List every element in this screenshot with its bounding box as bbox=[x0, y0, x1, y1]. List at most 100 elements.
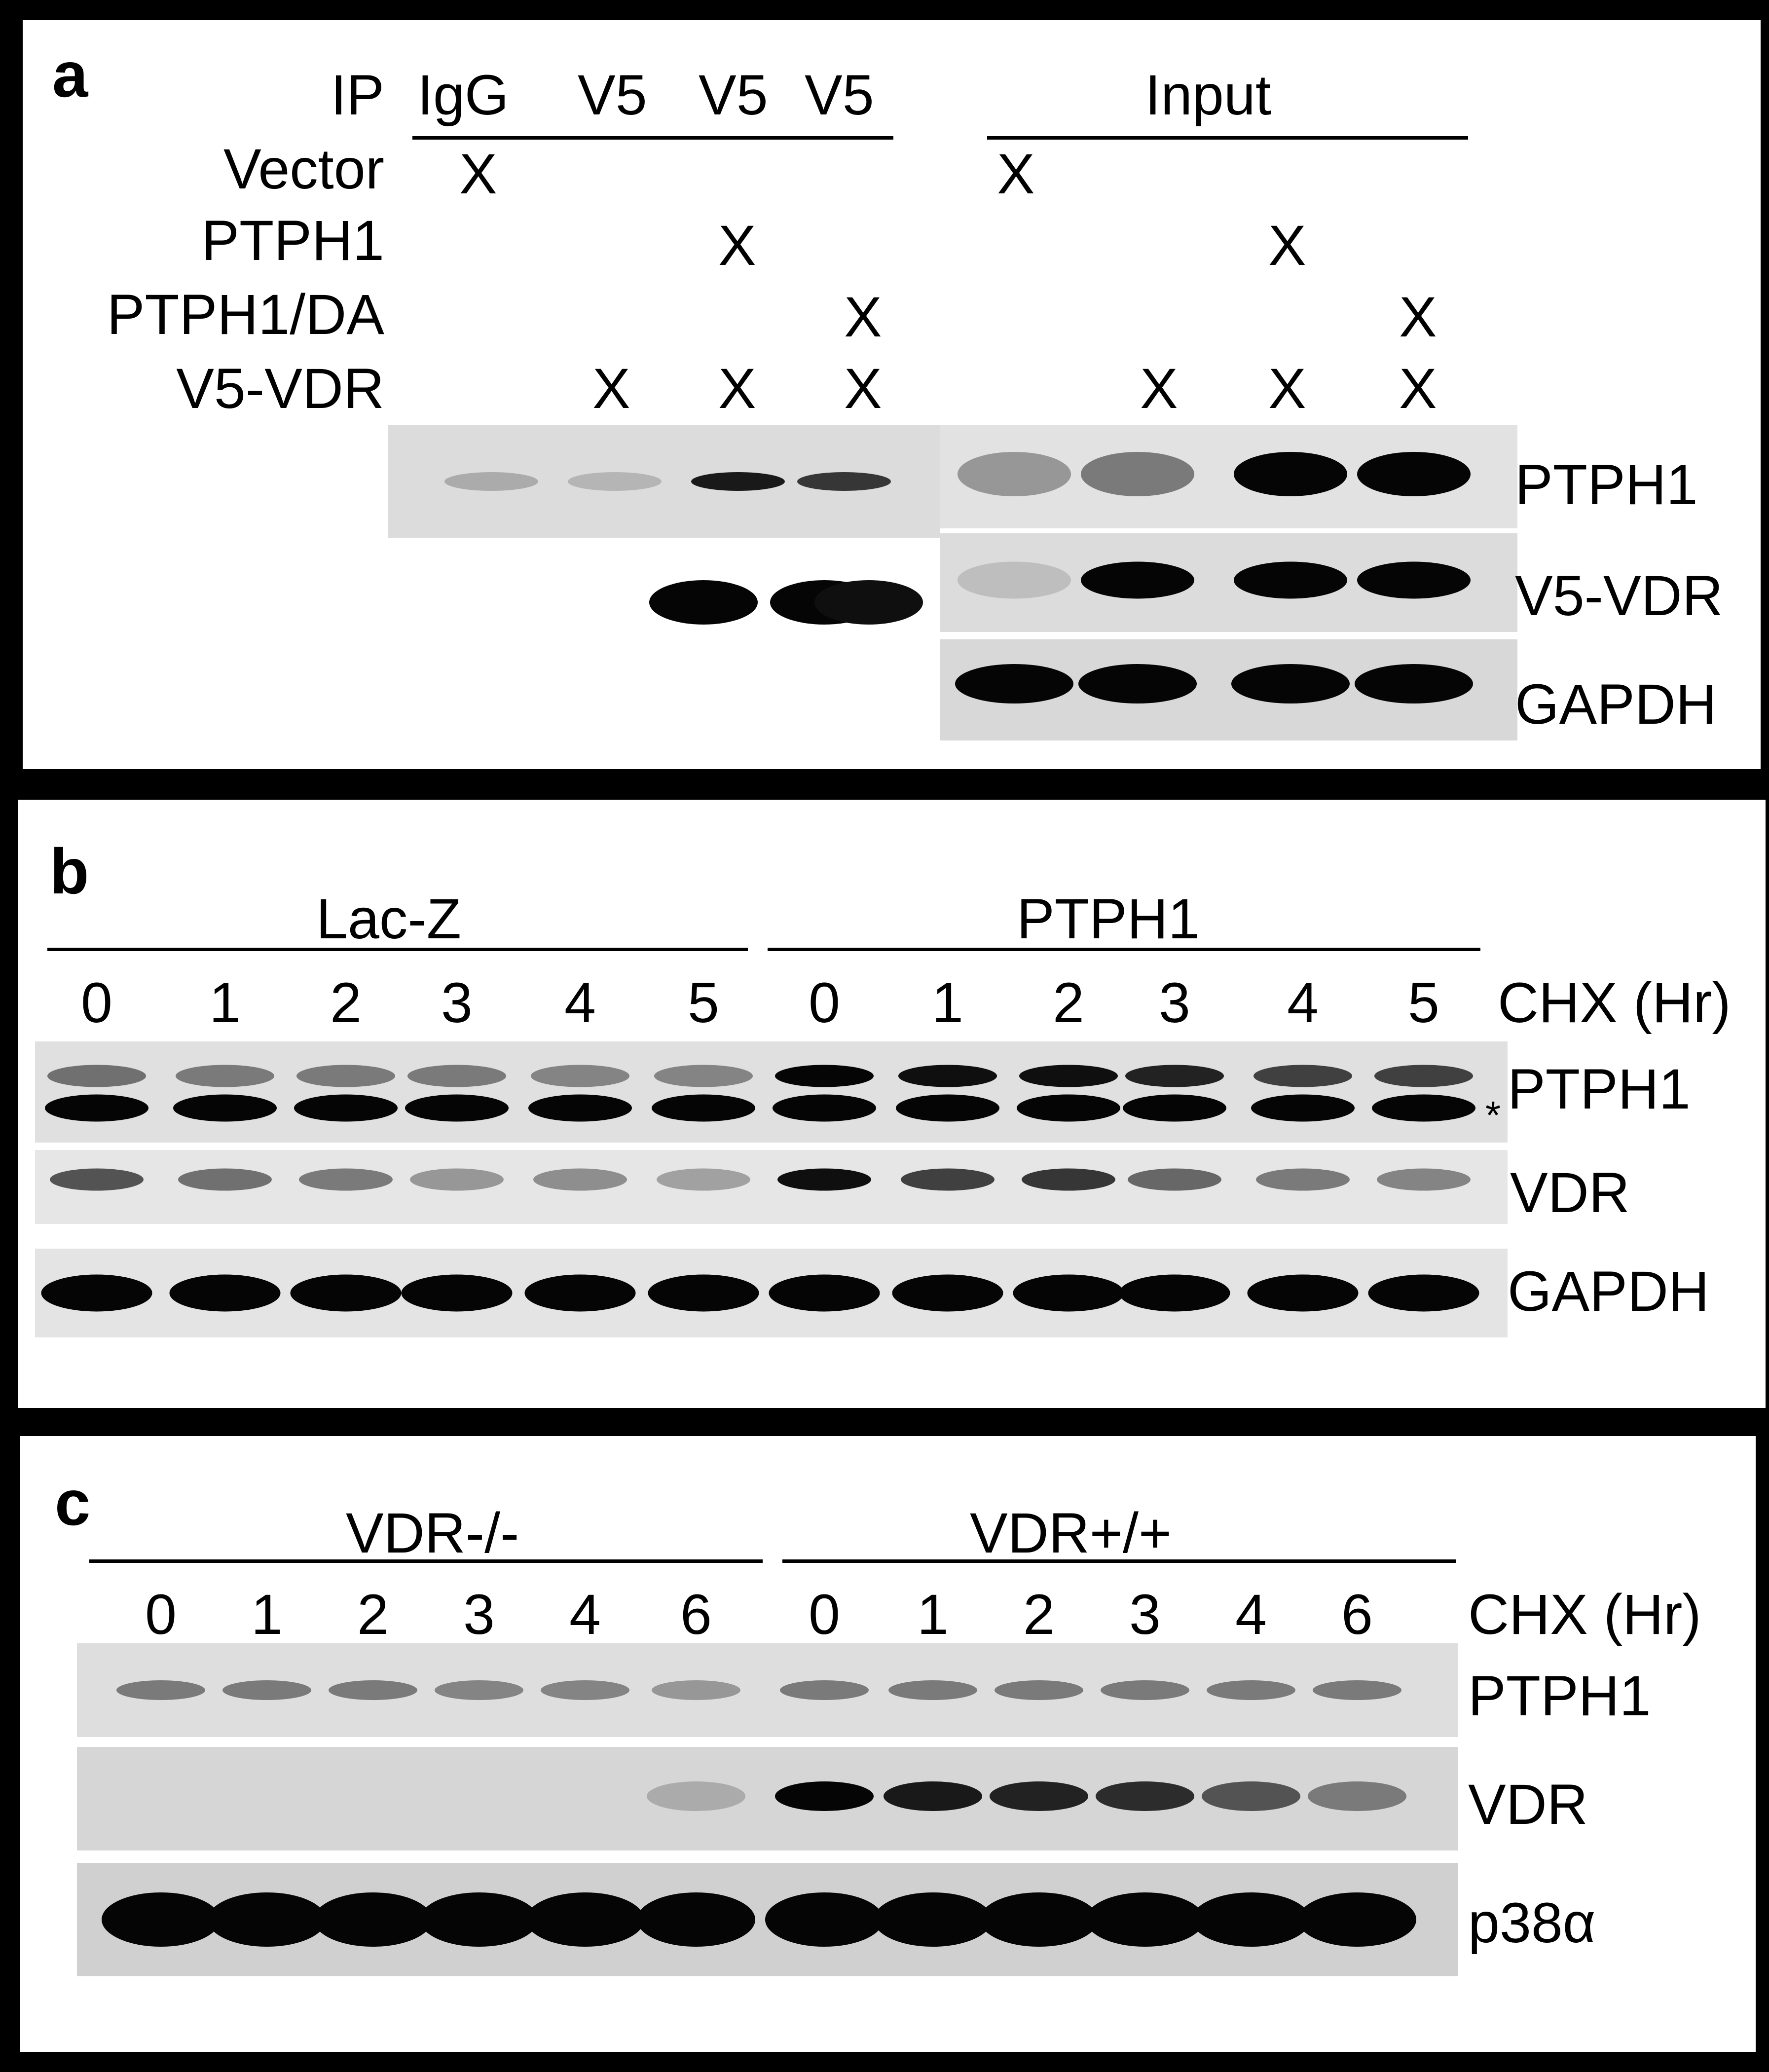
band-upper bbox=[296, 1065, 395, 1087]
band bbox=[769, 1274, 880, 1312]
band bbox=[797, 472, 891, 491]
band bbox=[1081, 561, 1194, 599]
band bbox=[980, 1892, 1098, 1947]
band bbox=[814, 580, 923, 625]
band bbox=[888, 1680, 977, 1700]
band bbox=[1357, 561, 1471, 599]
band-upper bbox=[898, 1065, 997, 1087]
band-upper bbox=[1019, 1065, 1118, 1087]
band bbox=[1022, 1168, 1115, 1191]
band bbox=[222, 1680, 311, 1700]
timepoint-label: 3 bbox=[441, 971, 473, 1035]
band bbox=[299, 1168, 393, 1191]
band bbox=[648, 1274, 759, 1312]
band bbox=[691, 472, 785, 491]
band bbox=[444, 472, 538, 491]
blot-label-vdr: VDR bbox=[1510, 1161, 1630, 1224]
band-lower bbox=[652, 1094, 755, 1122]
band bbox=[995, 1680, 1083, 1700]
ip-header-v5-3: V5 bbox=[805, 64, 874, 127]
input-header-line bbox=[987, 136, 1468, 140]
blot-a-input-ptph1 bbox=[940, 425, 1517, 528]
blot-b-vdr bbox=[35, 1150, 1508, 1224]
timepoint-label: 0 bbox=[809, 971, 840, 1035]
band bbox=[290, 1274, 402, 1312]
blot-label-vdr: VDR bbox=[1468, 1773, 1588, 1836]
band-upper bbox=[176, 1065, 274, 1087]
group-vdr-wt: VDR+/+ bbox=[970, 1502, 1172, 1565]
band bbox=[1298, 1892, 1416, 1947]
timepoint-label: 6 bbox=[680, 1583, 712, 1646]
band bbox=[1313, 1680, 1401, 1700]
mark-x: X bbox=[1399, 286, 1437, 349]
blot-a-input-gapdh bbox=[940, 639, 1517, 740]
timepoint-label: 3 bbox=[1129, 1583, 1161, 1646]
band bbox=[208, 1892, 326, 1947]
group-vdr-ko: VDR-/- bbox=[346, 1502, 519, 1565]
chx-label: CHX (Hr) bbox=[1498, 971, 1731, 1035]
timepoint-label: 2 bbox=[1023, 1583, 1055, 1646]
band bbox=[958, 561, 1071, 599]
band bbox=[410, 1168, 504, 1191]
timepoint-label: 4 bbox=[1235, 1583, 1267, 1646]
band-lower bbox=[294, 1094, 398, 1122]
band bbox=[1368, 1274, 1479, 1312]
band bbox=[41, 1274, 152, 1312]
input-header: Input bbox=[1145, 64, 1271, 127]
band bbox=[649, 580, 758, 625]
ip-header-igg: IgG bbox=[417, 64, 509, 127]
band bbox=[420, 1892, 538, 1947]
band bbox=[1234, 561, 1347, 599]
mark-x: X bbox=[1268, 357, 1306, 420]
band-lower bbox=[1017, 1094, 1120, 1122]
band bbox=[1234, 452, 1347, 496]
band-upper bbox=[1374, 1065, 1473, 1087]
panel-a: a IP Vector PTPH1 PTPH1/DA V5-VDR IgG V5… bbox=[20, 17, 1764, 772]
group-ptph1: PTPH1 bbox=[1017, 888, 1200, 951]
group-line-lac-z bbox=[47, 948, 748, 951]
mark-x: X bbox=[718, 214, 756, 277]
group-lac-z: Lac-Z bbox=[316, 888, 461, 951]
band bbox=[1101, 1680, 1189, 1700]
band-lower bbox=[1123, 1094, 1226, 1122]
timepoint-label: 4 bbox=[569, 1583, 601, 1646]
ip-header-line bbox=[412, 136, 893, 140]
band bbox=[435, 1680, 523, 1700]
timepoint-label: 5 bbox=[1408, 971, 1439, 1035]
timepoint-label: 3 bbox=[1159, 971, 1190, 1035]
timepoint-label: 5 bbox=[688, 971, 719, 1035]
group-line-vdr-ko bbox=[89, 1559, 763, 1563]
band bbox=[568, 472, 662, 491]
blot-b-ptph1 bbox=[35, 1041, 1508, 1143]
band bbox=[765, 1892, 884, 1947]
band bbox=[955, 664, 1073, 703]
band bbox=[1207, 1680, 1295, 1700]
blot-a-input-v5vdr bbox=[940, 533, 1517, 632]
mark-x: X bbox=[1399, 357, 1437, 420]
timepoint-label: 3 bbox=[463, 1583, 495, 1646]
blot-label-ptph1: PTPH1 bbox=[1468, 1665, 1651, 1728]
band bbox=[169, 1274, 281, 1312]
timepoint-label: 1 bbox=[932, 971, 963, 1035]
band-lower bbox=[45, 1094, 148, 1122]
band bbox=[901, 1168, 995, 1191]
mark-x: X bbox=[592, 357, 630, 420]
band bbox=[892, 1274, 1003, 1312]
row-label-v5-vdr: V5-VDR bbox=[176, 357, 384, 420]
band bbox=[780, 1680, 869, 1700]
band bbox=[1247, 1274, 1359, 1312]
timepoint-label: 2 bbox=[330, 971, 362, 1035]
band-lower bbox=[773, 1094, 876, 1122]
band-upper bbox=[1125, 1065, 1224, 1087]
blot-label-v5-vdr: V5-VDR bbox=[1515, 564, 1723, 628]
mark-x: X bbox=[1268, 214, 1306, 277]
band bbox=[1192, 1892, 1310, 1947]
band bbox=[777, 1168, 871, 1191]
blot-label-ptph1: PTPH1 bbox=[1508, 1058, 1691, 1121]
band bbox=[652, 1680, 740, 1700]
panel-c-letter: c bbox=[55, 1467, 91, 1539]
band bbox=[102, 1892, 220, 1947]
band-upper bbox=[654, 1065, 753, 1087]
timepoint-label: 4 bbox=[564, 971, 596, 1035]
